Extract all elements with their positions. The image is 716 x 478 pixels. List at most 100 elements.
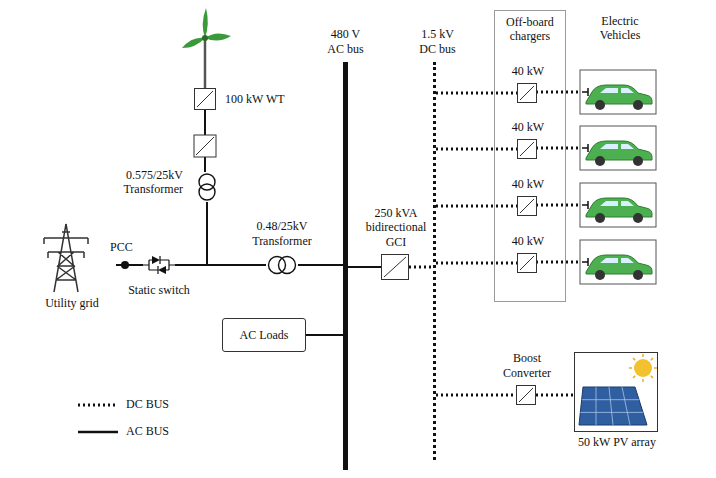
converter-diagonal — [520, 256, 534, 270]
conv-icon — [518, 197, 536, 215]
charger-group: Off-board chargers 40 kW 40 kW 40 kW 40 kW — [494, 10, 566, 302]
node-text: 40 kW — [498, 177, 558, 191]
converter-diagonal — [520, 86, 534, 100]
label-holder: 40 kW — [498, 177, 558, 191]
conv-icon — [518, 84, 536, 102]
node-text: 40 kW — [498, 64, 558, 78]
node-text: 40 kW — [498, 120, 558, 134]
car-window — [600, 88, 634, 93]
ev-frame — [580, 70, 656, 114]
converter-diagonal — [520, 199, 534, 213]
utility-grid: Utility grid — [28, 222, 116, 318]
converter-diagonal — [384, 257, 406, 277]
car-body — [586, 198, 652, 217]
label-holder: Boost Converter — [492, 351, 562, 380]
turbine-blade — [203, 8, 208, 38]
pylon-frame — [44, 224, 88, 292]
conv-icon — [517, 386, 535, 404]
car-wheel — [595, 100, 605, 110]
legend-sample — [78, 431, 118, 434]
car-wheel — [595, 156, 605, 166]
dc-link — [436, 148, 517, 151]
transformer-symbol: 0.48/25kV Transformer — [266, 254, 298, 276]
dc-link — [536, 394, 574, 397]
electric-vehicles — [536, 70, 656, 284]
column-heading: Electric Vehicles — [584, 14, 656, 43]
charging-plug — [582, 88, 588, 96]
inverter-box: 250 kVA bidirectional GCI — [381, 254, 409, 280]
legend-sample — [78, 404, 118, 407]
sun-ray — [642, 354, 644, 357]
conv-icon — [195, 89, 215, 109]
dc-bus: 1.5 kV DC bus — [433, 62, 436, 460]
node-text: 250 kVA bidirectional GCI — [356, 206, 436, 249]
ev-illustration — [536, 183, 656, 227]
transformer-symbol: 0.575/25kV Transformer — [193, 172, 221, 202]
dc-wire — [536, 147, 580, 150]
node-text: AC Loads — [240, 328, 289, 342]
pylon-icon — [28, 222, 104, 294]
node-text: 1.5 kV DC bus — [413, 27, 463, 56]
pv-array: 50 kW PV array — [574, 352, 658, 432]
car-body — [586, 141, 652, 160]
node-text: Off-board chargers — [495, 15, 565, 44]
label-holder: 50 kW PV array — [562, 435, 672, 449]
winding — [199, 184, 215, 200]
converter-diagonal — [197, 91, 213, 107]
node-text: Boost Converter — [492, 351, 562, 380]
sun — [634, 359, 652, 377]
pcc-dot — [121, 261, 129, 269]
charger-box: 40 kW — [517, 253, 537, 273]
car-body — [586, 85, 652, 104]
cell-line — [580, 412, 643, 413]
dc-link — [436, 92, 517, 95]
node-text: 0.575/25kV Transformer — [83, 168, 183, 197]
legend-text: DC BUS — [126, 397, 169, 411]
car-body — [586, 255, 652, 274]
label-holder: Static switch — [114, 283, 204, 297]
charger-box: 40 kW — [517, 196, 537, 216]
ac-link — [306, 334, 343, 336]
ev-frame — [580, 126, 656, 170]
sun-ray — [633, 358, 635, 360]
charger-box: 40 kW — [517, 139, 537, 159]
ev-frame — [580, 240, 656, 284]
charging-plug — [582, 144, 588, 152]
car-window — [600, 201, 634, 206]
turbine-blade — [205, 33, 231, 40]
charging-plug — [582, 201, 588, 209]
ac-link — [207, 202, 266, 265]
converter-diagonal — [520, 142, 534, 156]
ev-illustration — [536, 126, 656, 170]
winding — [279, 257, 296, 274]
label-holder: PCC — [110, 240, 144, 255]
turbine-hub — [202, 35, 208, 41]
conv-icon — [382, 255, 408, 279]
label-holder: 0.48/25kV Transformer — [242, 219, 322, 248]
sun-ray — [654, 367, 657, 369]
conv-icon — [518, 140, 536, 158]
cell-line — [609, 387, 613, 425]
car-wheel — [633, 100, 643, 110]
car-window — [600, 258, 634, 263]
charger-box: 40 kW — [517, 83, 537, 103]
cell-line — [622, 387, 630, 425]
wind-turbine — [182, 8, 231, 88]
turbine-tower — [204, 38, 207, 88]
node-text: 480 V AC bus — [322, 27, 370, 56]
node-text: 0.48/25kV Transformer — [242, 219, 322, 248]
converter-outline — [194, 135, 216, 157]
label-holder: 40 kW — [498, 64, 558, 78]
label-holder: 100 kW WT — [225, 92, 315, 106]
car-wheel — [633, 156, 643, 166]
converter-diagonal — [196, 137, 214, 155]
legend-text: AC BUS — [126, 424, 169, 438]
sw-icon — [143, 253, 175, 277]
node-text: Utility grid — [28, 296, 116, 310]
ac-link — [116, 264, 143, 266]
charging-plug — [582, 258, 588, 266]
dc-link — [436, 205, 517, 208]
legend-entry: DC BUS — [126, 397, 169, 411]
label-holder: 40 kW — [498, 234, 558, 248]
